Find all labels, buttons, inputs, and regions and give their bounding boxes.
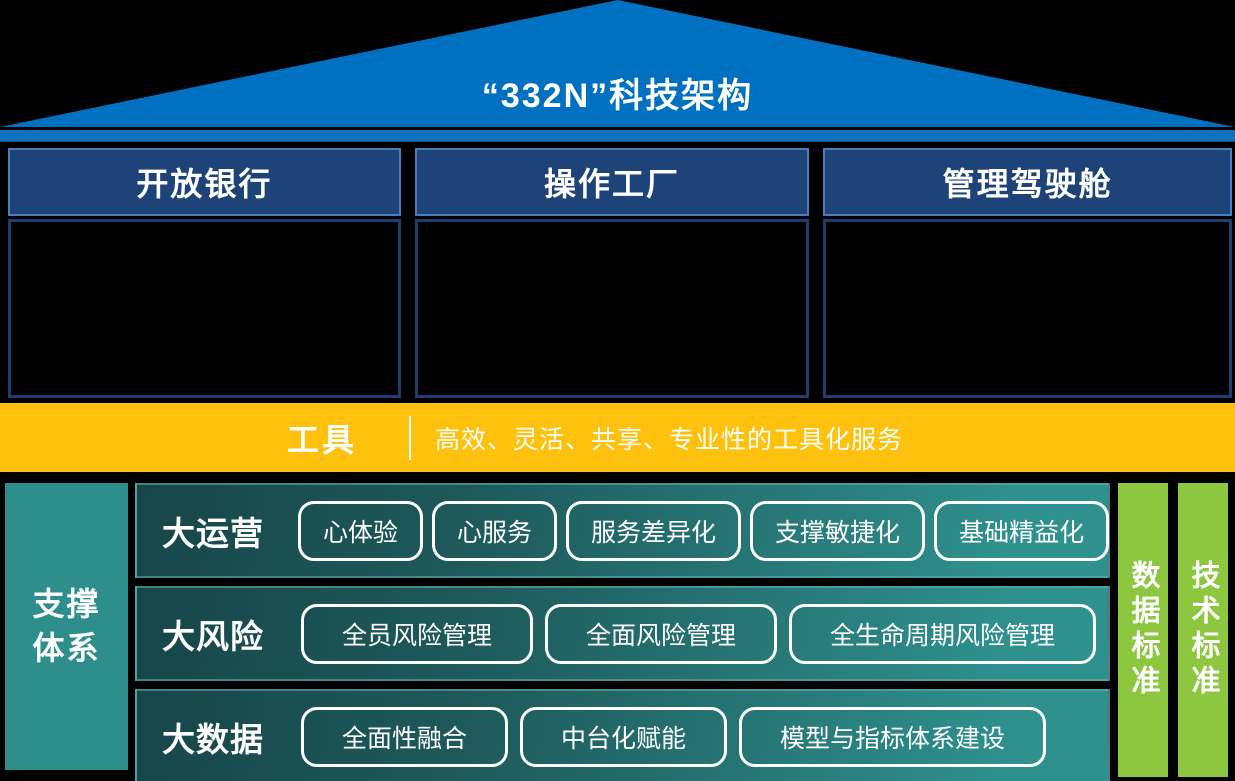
pillar-body [8,219,401,398]
pillar-header: 管理驾驶舱 [823,148,1232,216]
row-big-risk: 大风险 全员风险管理 全面风险管理 全生命周期风险管理 [135,586,1110,681]
pillar-header: 操作工厂 [414,148,810,216]
pill: 全面风险管理 [545,603,778,664]
row-big-data: 大数据 全面性融合 中台化赋能 模型与指标体系建设 [135,689,1110,781]
tech-standards-bar: 技术标准 [1178,483,1228,777]
data-standards-bar: 数据标准 [1118,483,1168,777]
pill: 全面性融合 [301,706,509,767]
pill: 心服务 [432,500,558,561]
row-label: 大数据 [162,720,264,758]
pillar-header: 开放银行 [8,148,401,216]
pill: 心体验 [298,500,424,561]
pillar-row: 开放银行 操作工厂 管理驾驶舱 [8,148,1232,398]
pill: 全生命周期风险管理 [789,603,1097,664]
tools-bar: 工具 高效、灵活、共享、专业性的工具化服务 [0,403,1235,472]
pill: 全员风险管理 [301,603,534,664]
support-system-sidebar: 支撑 体系 [5,483,128,770]
sidebar-line: 体系 [32,629,101,666]
tools-label: 工具 [287,421,358,458]
pillar-open-banking: 开放银行 [8,148,401,398]
sidebar-line: 支撑 [32,586,101,623]
tools-description: 高效、灵活、共享、专业性的工具化服务 [435,425,904,454]
standards-label: 技术标准 [1187,560,1219,700]
standards-label: 数据标准 [1127,560,1159,700]
pill: 服务差异化 [566,500,742,561]
pill: 中台化赋能 [520,706,728,767]
pillar-operation-factory: 操作工厂 [414,148,810,398]
tools-divider [409,415,412,460]
support-rows: 大运营 心体验 心服务 服务差异化 支撑敏捷化 基础精益化 大风险 全员风险管理… [135,483,1110,781]
pillar-body [823,219,1232,398]
diagram-title: “332N”科技架构 [481,77,754,115]
pill: 支撑敏捷化 [750,500,926,561]
row-big-operations: 大运营 心体验 心服务 服务差异化 支撑敏捷化 基础精益化 [135,483,1110,578]
pill: 基础精益化 [934,500,1110,561]
pill: 模型与指标体系建设 [739,706,1047,767]
roof-eave-bar [0,130,1235,142]
row-label: 大运营 [162,514,264,552]
row-label: 大风险 [162,617,264,655]
pillar-body [414,219,810,398]
pillar-management-cockpit: 管理驾驶舱 [823,148,1232,398]
